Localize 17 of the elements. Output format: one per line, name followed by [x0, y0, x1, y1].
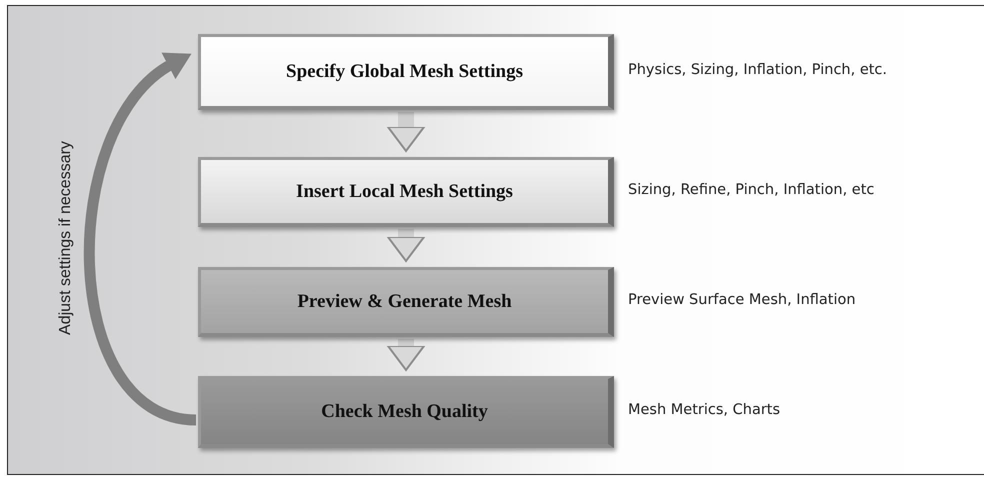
step-title: Check Mesh Quality: [321, 400, 488, 422]
note-text: Sizing, Refine, Pinch, Inflation, etc: [628, 182, 874, 198]
step-title: Insert Local Mesh Settings: [296, 180, 513, 202]
process-box: [198, 267, 614, 337]
edge-label: Adjust settings if necessary: [56, 141, 75, 335]
down-arrow: [387, 339, 425, 371]
step-title: Specify Global Mesh Settings: [286, 60, 523, 82]
step-title: Preview & Generate Mesh: [297, 290, 512, 312]
down-arrow: [387, 112, 425, 152]
note-text: Physics, Sizing, Inflation, Pinch, etc.: [628, 62, 888, 78]
note-text: Mesh Metrics, Charts: [628, 402, 780, 418]
process-box: [198, 34, 614, 110]
process-box: [198, 376, 614, 448]
loop-arrow: [84, 50, 197, 426]
process-box: [198, 157, 614, 227]
down-arrow: [387, 229, 425, 262]
note-text: Preview Surface Mesh, Inflation: [628, 292, 856, 308]
